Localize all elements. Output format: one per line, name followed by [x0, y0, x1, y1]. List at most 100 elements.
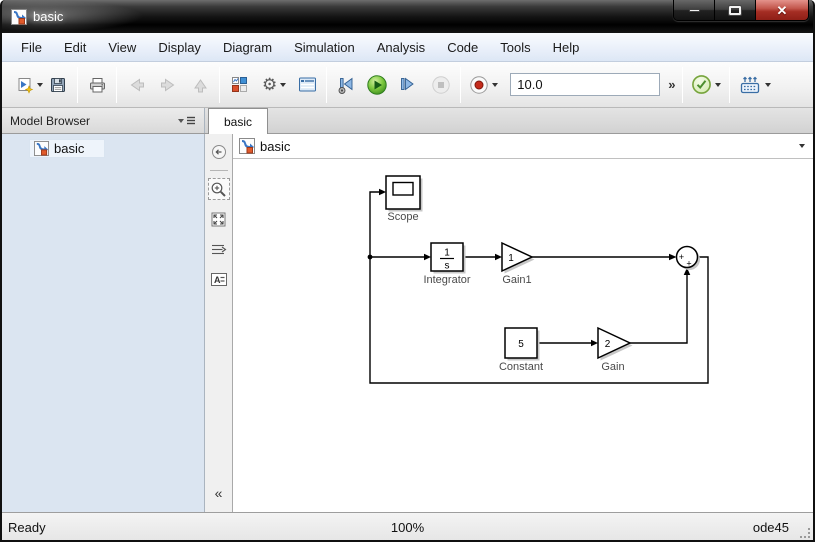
record-button[interactable]: [467, 69, 500, 101]
step-forward-button[interactable]: [395, 69, 421, 101]
toolbar-overflow-chevron[interactable]: »: [668, 77, 677, 92]
zoom-level: 100%: [390, 519, 425, 535]
constant-value: 5: [518, 339, 524, 350]
run-button[interactable]: [364, 69, 390, 101]
block-constant[interactable]: 5 Constant: [499, 327, 543, 373]
breadcrumb[interactable]: basic: [233, 134, 813, 159]
settings-button[interactable]: ⚙: [260, 69, 288, 101]
gear-icon: ⚙: [262, 75, 278, 94]
integrator-label: Integrator: [423, 274, 470, 286]
check-icon: [692, 75, 712, 94]
tab-row: Model Browser basic: [2, 108, 813, 134]
circle-back-icon: [211, 145, 226, 159]
build-button[interactable]: [736, 69, 773, 101]
model-browser-header: Model Browser: [2, 108, 205, 133]
menu-bar: File Edit View Display Diagram Simulatio…: [2, 33, 813, 62]
back-icon: [130, 78, 144, 91]
tree-item-label: basic: [54, 141, 85, 156]
block-gain[interactable]: 2 Gain: [597, 326, 632, 373]
block-gain1[interactable]: 1 Gain1: [501, 241, 534, 286]
forward-button[interactable]: [155, 69, 181, 101]
constant-label: Constant: [499, 361, 543, 373]
print-button[interactable]: [84, 69, 110, 101]
menu-edit[interactable]: Edit: [63, 39, 87, 55]
model-config-icon: [298, 77, 316, 92]
step-forward-icon: [401, 77, 415, 90]
gain-to-sum-wire[interactable]: [630, 275, 688, 344]
panel-menu-icon[interactable]: [176, 115, 196, 126]
menu-analysis[interactable]: Analysis: [376, 39, 426, 55]
gain-value: 2: [605, 339, 611, 350]
breadcrumb-dropdown-icon[interactable]: [799, 144, 805, 148]
stop-time-input[interactable]: [510, 73, 661, 96]
back-button[interactable]: [123, 69, 149, 101]
block-sum[interactable]: + +: [675, 245, 699, 269]
toolbar: ⚙: [2, 62, 813, 108]
menu-diagram[interactable]: Diagram: [222, 39, 273, 55]
sum-sign-left: +: [679, 252, 684, 262]
zoom-in-icon: [211, 182, 226, 197]
maximize-button[interactable]: [715, 0, 756, 20]
block-scope[interactable]: Scope: [385, 175, 421, 223]
new-model-button[interactable]: [14, 69, 45, 101]
gain-label: Gain: [601, 361, 624, 373]
menu-simulation[interactable]: Simulation: [294, 39, 355, 55]
library-browser-button[interactable]: [226, 69, 252, 101]
toolbar-separator: [682, 66, 684, 103]
branch-point: [367, 254, 373, 260]
collapse-palette-button[interactable]: «: [208, 482, 230, 504]
wires[interactable]: [369, 191, 709, 384]
model-advisor-button[interactable]: [689, 69, 723, 101]
step-back-button[interactable]: [333, 69, 359, 101]
toolbar-separator: [729, 66, 731, 103]
forward-icon: [160, 78, 174, 91]
tree-item-basic[interactable]: basic: [29, 139, 105, 158]
settings-dropdown-icon: [280, 82, 287, 87]
hide-browser-button[interactable]: [208, 141, 230, 163]
build-icon: [741, 76, 760, 93]
menu-help[interactable]: Help: [552, 39, 580, 55]
toolbar-separator: [460, 66, 462, 103]
stop-icon: [432, 75, 450, 94]
close-button[interactable]: ✕: [756, 0, 808, 20]
block-integrator[interactable]: 1 s Integrator: [423, 242, 471, 286]
menu-file[interactable]: File: [21, 39, 42, 55]
zoom-tool-button[interactable]: [207, 178, 230, 200]
new-model-dropdown-icon: [37, 82, 43, 87]
save-button[interactable]: [45, 69, 71, 101]
minimize-icon: [688, 9, 700, 12]
scope-label: Scope: [387, 211, 418, 223]
model-config-button[interactable]: [294, 69, 320, 101]
work-area: Model Browser basic: [2, 108, 813, 514]
title-bar[interactable]: basic ✕: [2, 0, 813, 33]
gain1-label: Gain1: [502, 274, 531, 286]
menu-code[interactable]: Code: [447, 39, 479, 55]
menu-view[interactable]: View: [108, 39, 137, 55]
toolbar-separator: [116, 66, 117, 103]
save-icon: [51, 77, 65, 92]
toolbar-separator: [77, 66, 78, 103]
resize-grip[interactable]: [800, 528, 811, 539]
toolbar-separator: [326, 66, 328, 103]
diagram-area[interactable]: Scope 1 s Integrator: [233, 159, 813, 514]
signal-routing-button[interactable]: [208, 238, 230, 260]
feedback-wire[interactable]: [369, 191, 709, 384]
menu-display[interactable]: Display: [158, 39, 201, 55]
annotation-button[interactable]: A: [208, 268, 230, 290]
titlebar-glow: [2, 0, 152, 33]
close-icon: ✕: [776, 2, 788, 18]
fit-to-view-button[interactable]: [208, 208, 230, 230]
tab-basic[interactable]: basic: [208, 108, 269, 134]
palette-separator: [209, 170, 228, 171]
record-icon: [470, 75, 488, 94]
minimize-button[interactable]: [674, 0, 715, 20]
sum-sign-bottom: +: [686, 259, 691, 269]
library-browser-icon: [231, 77, 247, 92]
annotation-icon: A: [210, 272, 227, 286]
up-button[interactable]: [187, 69, 213, 101]
window-title: basic: [33, 9, 64, 24]
menu-tools[interactable]: Tools: [500, 39, 531, 55]
stop-button[interactable]: [428, 69, 454, 101]
run-icon: [367, 74, 387, 95]
